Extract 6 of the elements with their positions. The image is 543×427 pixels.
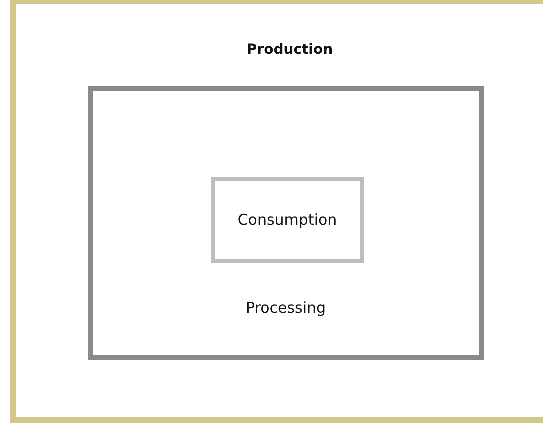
inner-box: [211, 177, 364, 263]
node-label: Consumption: [238, 211, 338, 229]
node-label: Production: [246, 42, 334, 58]
middle-frame: [88, 86, 484, 360]
node-label: Processing: [246, 299, 326, 317]
outer-frame: [10, 0, 543, 423]
